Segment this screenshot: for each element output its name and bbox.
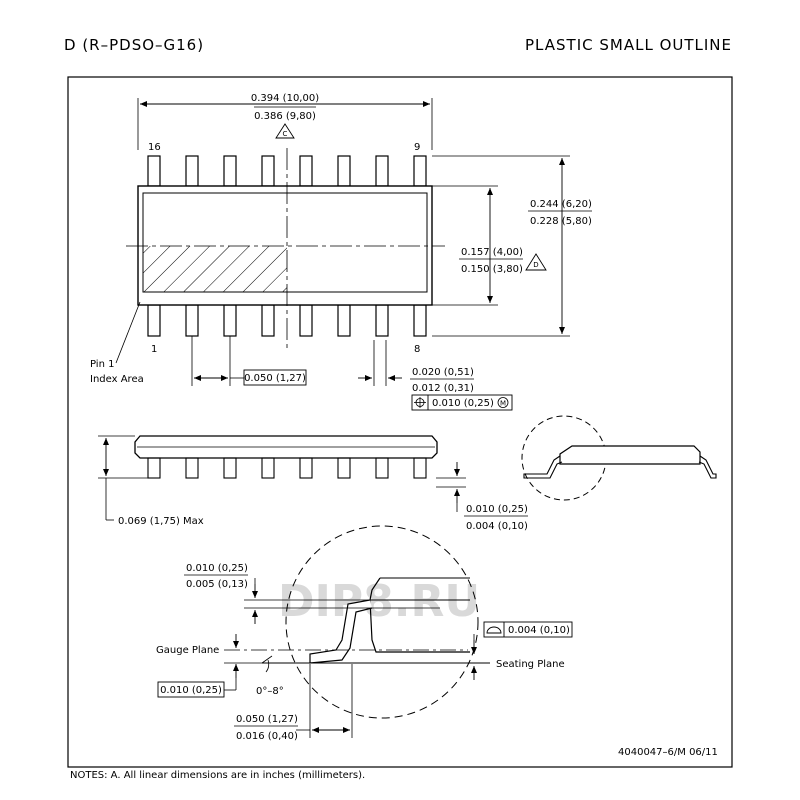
note-d-label: D (533, 261, 538, 269)
pin-1-label: 1 (151, 344, 157, 355)
note-c-label: C (283, 130, 288, 138)
detail-view: 0.010 (0,25) 0.005 (0,13) Gauge Plane 0.… (156, 525, 573, 742)
top-pin (413, 155, 427, 187)
side-lead (147, 457, 161, 479)
body-length-max: 0.394 (10,00) (251, 93, 319, 104)
side-lead (261, 457, 275, 479)
side-lead (375, 457, 389, 479)
detail-indicator (521, 415, 717, 501)
foot-length-max: 0.050 (1,27) (236, 714, 298, 725)
watermark: DIP8.RU (278, 576, 480, 627)
package-name: PLASTIC SMALL OUTLINE (525, 36, 732, 54)
pin1-label-line1: Pin 1 (90, 359, 114, 370)
pin1-index-area (143, 246, 287, 292)
side-lead (185, 457, 199, 479)
gauge-value-box (157, 681, 225, 698)
gauge-plane-label: Gauge Plane (156, 645, 219, 656)
bottom-pin (299, 304, 313, 337)
side-lead (413, 457, 427, 479)
angle-value: 0°–8° (256, 686, 284, 697)
total-width-max: 0.244 (6,20) (530, 199, 592, 210)
pitch-box (243, 369, 307, 386)
side-leads (147, 457, 427, 479)
standoff-min: 0.004 (0,10) (466, 521, 528, 532)
flatness-value: 0.004 (0,10) (508, 625, 570, 636)
bottom-pin (375, 304, 389, 337)
lead-thickness-max: 0.010 (0,25) (186, 563, 248, 574)
side-lead (337, 457, 351, 479)
foot-length-min: 0.016 (0,40) (236, 731, 298, 742)
flatness-frame (483, 621, 573, 638)
note-c-triangle (275, 123, 295, 139)
side-lead (299, 457, 313, 479)
side-lead (223, 457, 237, 479)
notes-line: NOTES: A. All linear dimensions are in i… (70, 770, 365, 781)
package-code: D (R–PDSO–G16) (64, 36, 205, 54)
top-pin (337, 155, 351, 187)
surface-profile-icon (486, 626, 502, 634)
bottom-pin (223, 304, 237, 337)
drawing-number: 4040047–6/M 06/11 (618, 747, 718, 758)
mmc-symbol-icon (497, 397, 509, 408)
gauge-value: 0.010 (0,25) (160, 685, 222, 696)
standoff-max: 0.010 (0,25) (466, 504, 528, 515)
lead-width-max: 0.020 (0,51) (412, 367, 474, 378)
lead-thickness-min: 0.005 (0,13) (186, 579, 248, 590)
body-width-min: 0.150 (3,80) (461, 264, 523, 275)
position-tolerance-value: 0.010 (0,25) (432, 398, 494, 409)
drawing-frame (67, 76, 733, 768)
top-view: 0.394 (10,00) 0.386 (9,80) C 16 9 1 8 0.… (90, 93, 592, 411)
pin-8-label: 8 (414, 344, 420, 355)
lead-width-min: 0.012 (0,31) (412, 383, 474, 394)
top-pin (375, 155, 389, 187)
bottom-pin (413, 304, 427, 337)
detail-lead (309, 599, 373, 664)
pin-16-label: 16 (148, 142, 161, 153)
bottom-pin (337, 304, 351, 337)
bottom-pin (261, 304, 275, 337)
top-pin (299, 155, 313, 187)
pin-9-label: 9 (414, 142, 420, 153)
max-height-value: 0.069 (1,75) Max (118, 516, 204, 527)
top-pin (223, 155, 237, 187)
side-view: 0.069 (1,75) Max 0.010 (0,25) 0.004 (0,1… (98, 435, 528, 532)
seating-plane-label: Seating Plane (496, 659, 565, 670)
top-pin (147, 155, 161, 187)
top-pin (261, 155, 275, 187)
mmc-label: M (500, 400, 506, 408)
pin1-label-line2: Index Area (90, 374, 144, 385)
note-d-triangle (525, 253, 547, 271)
body-length-min: 0.386 (9,80) (254, 111, 316, 122)
body-width-max: 0.157 (4,00) (461, 247, 523, 258)
pitch-value: 0.050 (1,27) (244, 373, 306, 384)
top-pin (185, 155, 199, 187)
total-width-min: 0.228 (5,80) (530, 216, 592, 227)
bottom-pin (147, 304, 161, 337)
bottom-pin (185, 304, 199, 337)
position-tolerance-frame (411, 394, 513, 411)
